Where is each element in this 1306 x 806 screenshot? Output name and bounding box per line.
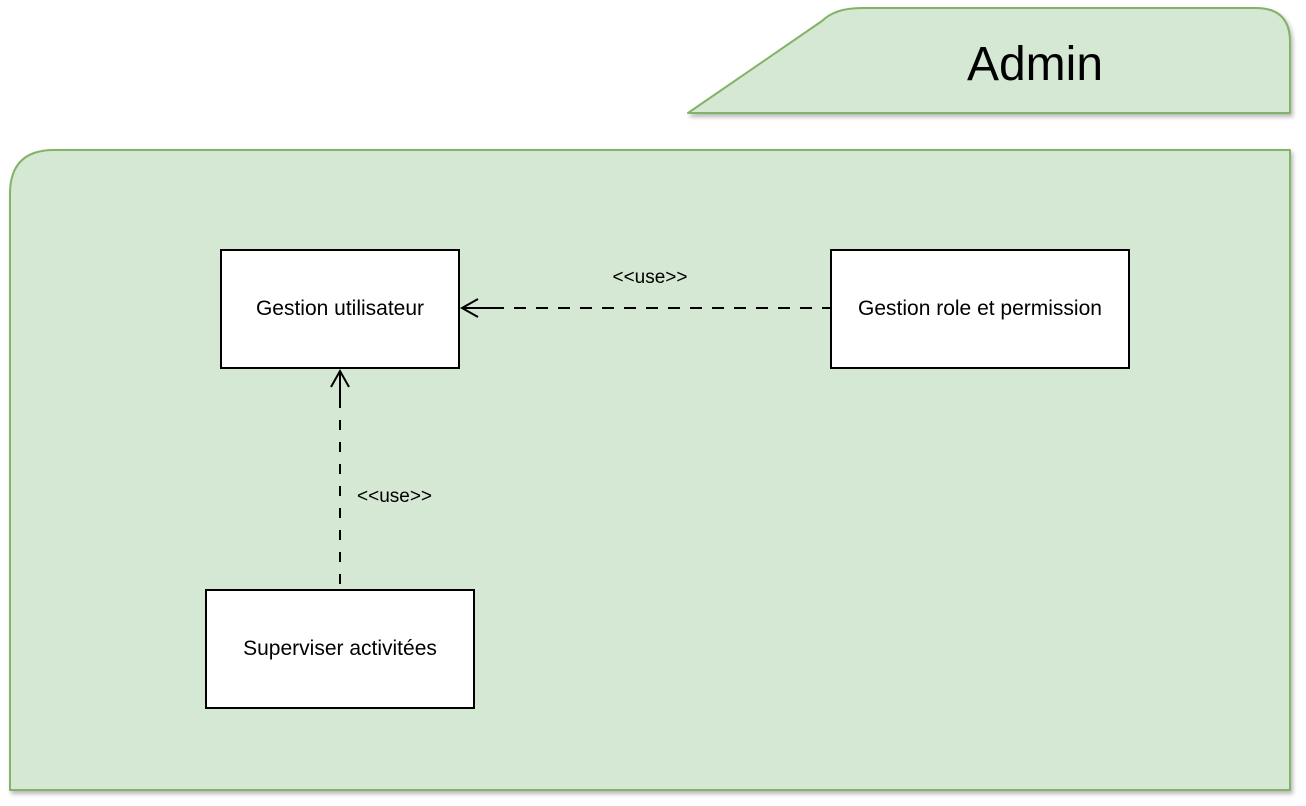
- usecase-node-label: Gestion role et permission: [858, 297, 1102, 320]
- edge-use-role-to-utilisateur[interactable]: [459, 298, 830, 318]
- usecase-node-label: Gestion utilisateur: [255, 297, 425, 320]
- edge-label-use-vertical[interactable]: <<use>>: [357, 486, 433, 507]
- edge-use-superviser-to-utilisateur[interactable]: [330, 368, 350, 588]
- package-label[interactable]: Admin: [966, 38, 1104, 91]
- package-tab-shape[interactable]: [687, 7, 1291, 114]
- usecase-node-gestion-role-et-permission[interactable]: Gestion role et permission: [830, 249, 1130, 369]
- usecase-node-gestion-utilisateur[interactable]: Gestion utilisateur: [220, 249, 460, 369]
- package-body-shape[interactable]: [9, 149, 1291, 791]
- usecase-node-superviser-activitees[interactable]: Superviser activitées: [205, 589, 475, 709]
- usecase-node-label: Superviser activitées: [243, 637, 437, 660]
- edge-label-use-horizontal[interactable]: <<use>>: [612, 267, 688, 288]
